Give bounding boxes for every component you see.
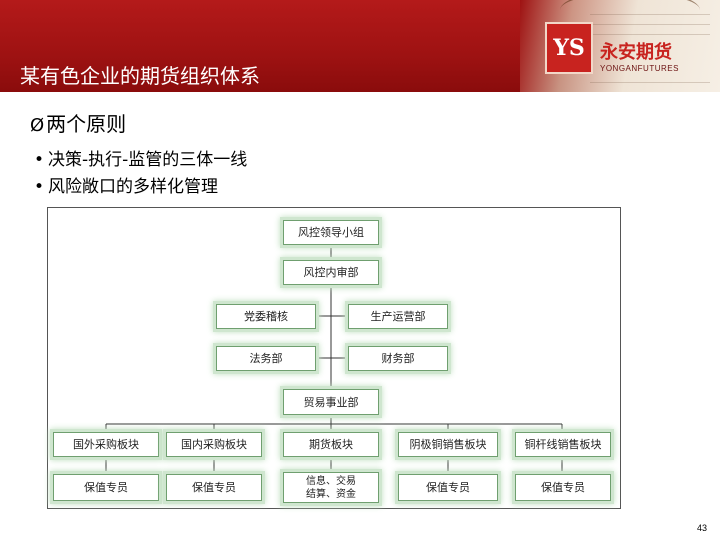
brand-logo: YS — [545, 22, 593, 74]
node-hedge-specialist: 保值专员 — [53, 474, 159, 501]
principles-heading-text: 两个原则 — [46, 112, 127, 136]
node-risk-audit: 风控内审部 — [283, 260, 379, 285]
node-hedge-specialist: 保值专员 — [166, 474, 262, 501]
bullet-item: •风险敞口的多样化管理 — [34, 172, 218, 197]
header-banner: YS 永安期货 YONGANFUTURES 某有色企业的期货组织体系 — [0, 0, 720, 92]
node-finance: 财务部 — [348, 346, 448, 371]
bullet-text: 决策-执行-监管的三体一线 — [48, 150, 248, 170]
node-party-audit: 党委稽核 — [216, 304, 316, 329]
bullet-dot-icon: • — [34, 177, 45, 197]
node-rod-sales: 铜杆线销售板块 — [515, 432, 611, 457]
bullet-item: •决策-执行-监管的三体一线 — [34, 145, 247, 170]
node-production: 生产运营部 — [348, 304, 448, 329]
node-legal: 法务部 — [216, 346, 316, 371]
brand-logo-mark: YS — [553, 35, 585, 61]
brand-name-cn: 永安期货 — [600, 42, 672, 63]
brand-name-en: YONGANFUTURES — [600, 64, 679, 73]
org-chart: 风控领导小组 风控内审部 党委稽核 生产运营部 法务部 财务部 贸易事业部 国外… — [47, 207, 621, 509]
arrow-bullet-icon: Ø — [30, 115, 45, 136]
bullet-text: 风险敞口的多样化管理 — [48, 177, 219, 197]
node-foreign-purchase: 国外采购板块 — [53, 432, 159, 457]
node-futures: 期货板块 — [283, 432, 379, 457]
bullet-dot-icon: • — [34, 150, 45, 170]
org-chart-connectors — [105, 245, 563, 474]
node-hedge-specialist: 保值专员 — [515, 474, 611, 501]
node-trade-division: 贸易事业部 — [283, 389, 379, 415]
page-title: 某有色企业的期货组织体系 — [20, 64, 260, 88]
node-risk-leader-group: 风控领导小组 — [283, 220, 379, 245]
node-cathode-sales: 阴极铜销售板块 — [398, 432, 498, 457]
node-hedge-specialist: 保值专员 — [398, 474, 498, 501]
node-info-trade-settlement: 信息、交易 结算、资金 — [283, 472, 379, 503]
node-domestic-purchase: 国内采购板块 — [166, 432, 262, 457]
page-number: 43 — [697, 523, 708, 533]
